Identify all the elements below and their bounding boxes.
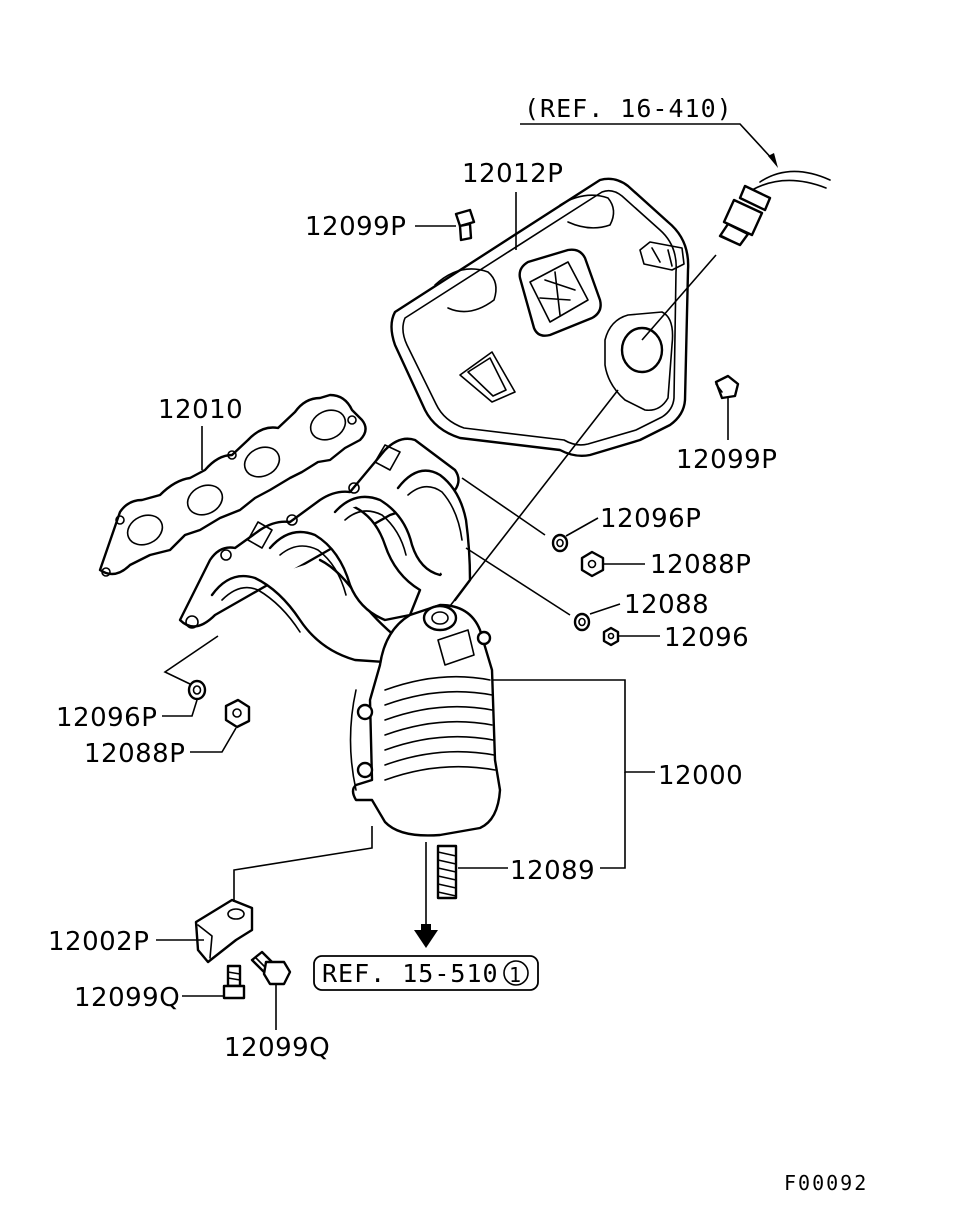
label-bolt-right: 12099P [676, 445, 777, 475]
oxygen-sensor [718, 170, 831, 247]
label-bolt-bottom: 12099Q [224, 1033, 330, 1063]
support-bracket [194, 898, 254, 964]
label-washer-mid-right: 12088 [624, 590, 709, 620]
ref-circle-number: 1 [509, 963, 522, 987]
stud-bolt [436, 844, 458, 900]
label-nut-mid-right: 12096 [664, 623, 749, 653]
label-bolt-top-left: 12099P [305, 212, 406, 242]
label-bolt-bottom-left: 12099Q [74, 983, 180, 1013]
label-nut-left: 12088P [84, 739, 185, 769]
label-gasket: 12010 [158, 395, 243, 425]
leader-lines [156, 123, 778, 1030]
ref-label-bottom: REF. 15-510 [322, 959, 499, 988]
label-nut-upper-right: 12088P [650, 550, 751, 580]
manifold-gasket [98, 393, 367, 577]
label-stud: 12089 [510, 856, 595, 886]
label-manifold: 12000 [658, 761, 743, 791]
label-heat-shield: 12012P [462, 159, 563, 189]
label-washer-upper-right: 12096P [600, 504, 701, 534]
label-bracket: 12002P [48, 927, 149, 957]
ref-box-bottom[interactable]: REF. 15-510 1 [313, 955, 539, 991]
exhaust-manifold [178, 437, 502, 837]
ref-label-top: (REF. 16-410) [524, 94, 733, 123]
figure-code: F00092 [784, 1171, 868, 1195]
fasteners [187, 208, 740, 1000]
label-washer-left: 12096P [56, 703, 157, 733]
heat-shield [390, 177, 690, 458]
